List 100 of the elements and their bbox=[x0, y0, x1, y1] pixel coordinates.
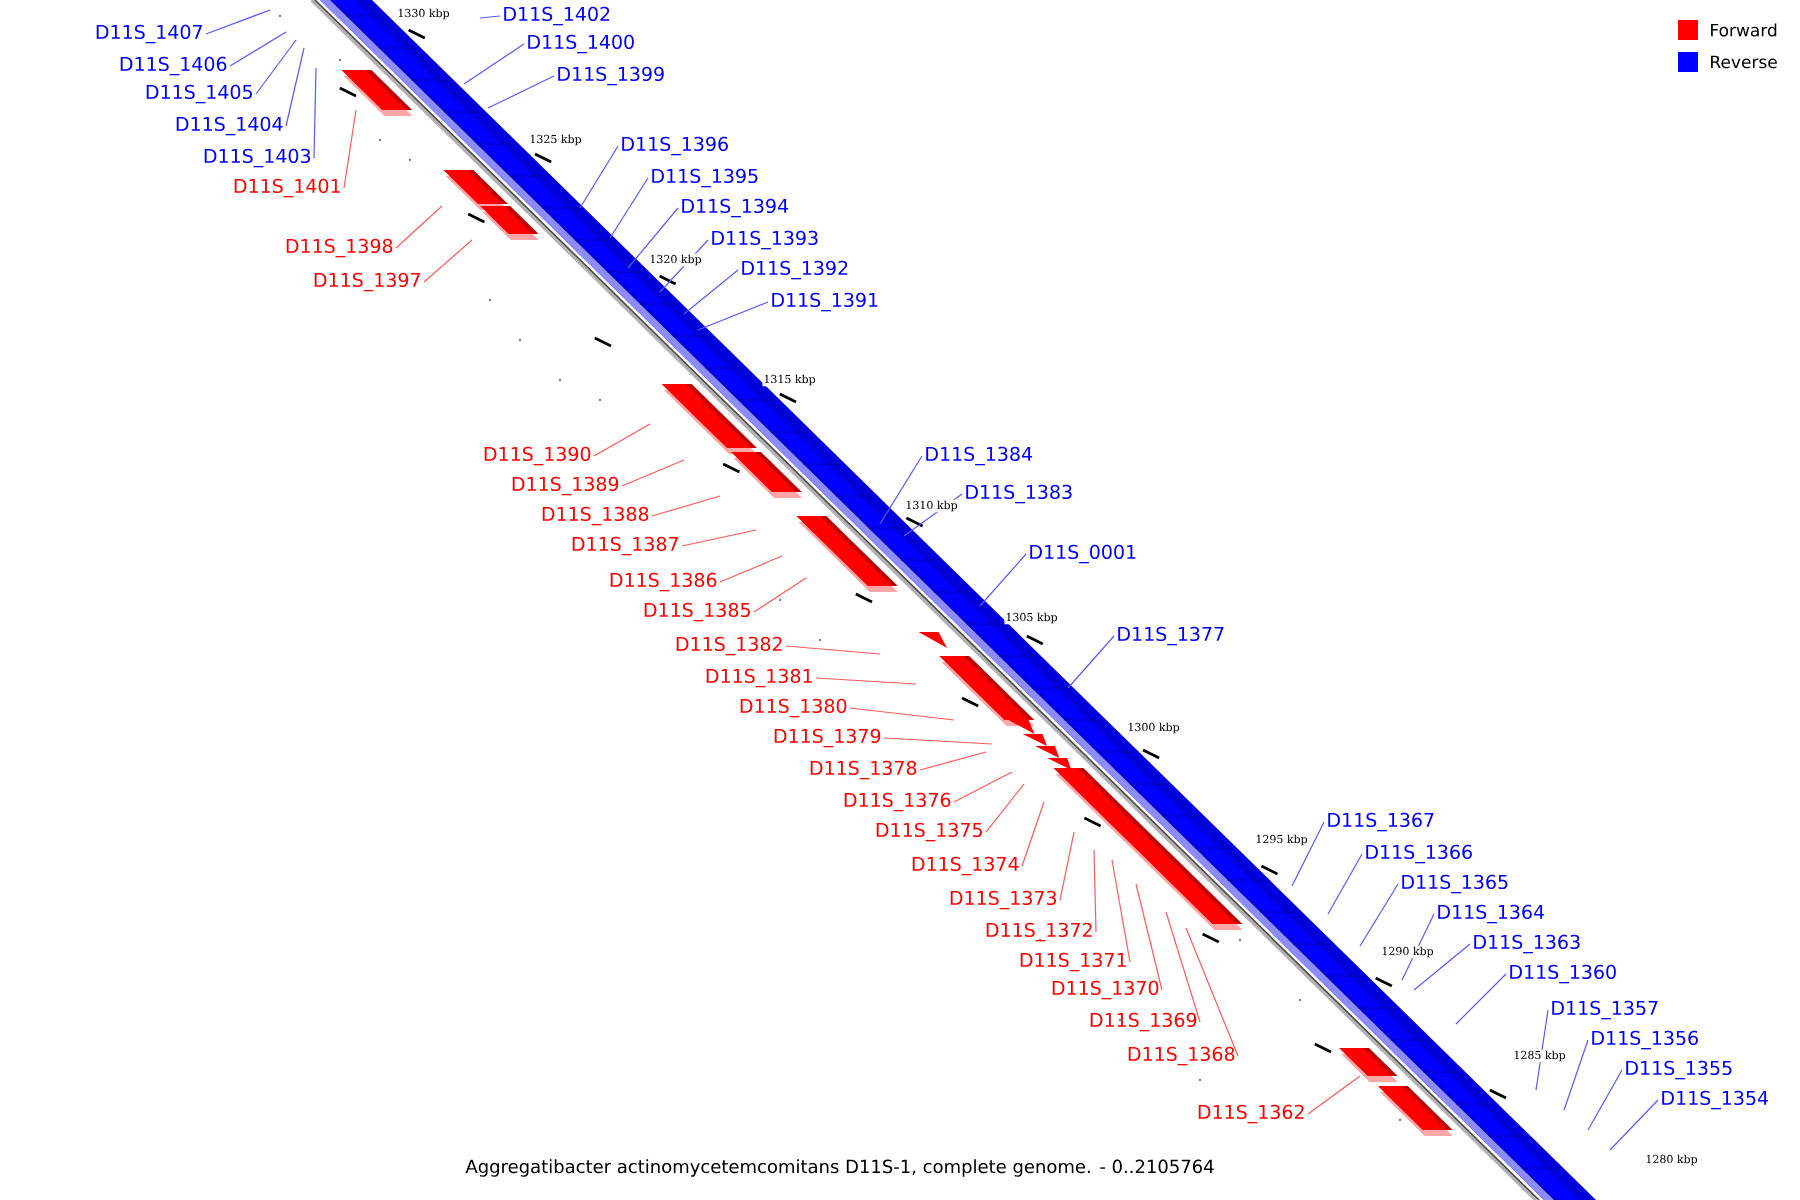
leader-line bbox=[479, 15, 501, 19]
gene-label: D11S_1396 bbox=[622, 136, 728, 156]
gene-label: D11S_1379 bbox=[774, 728, 881, 748]
leader-line bbox=[1455, 973, 1507, 1025]
leader-line bbox=[463, 43, 525, 85]
leader-line bbox=[1135, 883, 1163, 991]
leader-line bbox=[697, 301, 769, 331]
leader-line bbox=[879, 455, 923, 525]
leader-line bbox=[681, 529, 757, 547]
gene-label: D11S_1394 bbox=[682, 198, 789, 218]
gene-label: D11S_1405 bbox=[146, 84, 252, 104]
leader-line bbox=[593, 423, 651, 457]
leader-line bbox=[815, 677, 917, 685]
legend-label: Reverse bbox=[1711, 55, 1777, 69]
gene-label: D11S_1366 bbox=[1366, 844, 1472, 864]
leader-line bbox=[953, 771, 1013, 803]
gene-label: D11S_1383 bbox=[966, 484, 1072, 504]
leader-line bbox=[579, 145, 619, 209]
gene-label: D11S_1363 bbox=[1474, 934, 1580, 954]
gene-label: D11S_1367 bbox=[1328, 812, 1434, 832]
gene-label: D11S_1355 bbox=[1626, 1060, 1732, 1080]
gene-label: D11S_1401 bbox=[234, 178, 340, 198]
gene-label: D11S_1371 bbox=[1020, 952, 1126, 972]
gene-label: D11S_1385 bbox=[644, 602, 750, 622]
gene-label: D11S_1374 bbox=[912, 856, 1019, 876]
leader-line bbox=[1609, 1099, 1659, 1151]
gene-label: D11S_1393 bbox=[712, 230, 818, 250]
leader-line bbox=[621, 459, 685, 487]
gene-label: D11S_1362 bbox=[1198, 1104, 1304, 1124]
gene-label: D11S_1403 bbox=[204, 148, 311, 168]
gene-label: D11S_1404 bbox=[176, 116, 283, 136]
gene-label: D11S_1364 bbox=[1438, 904, 1545, 924]
gene-label: D11S_1360 bbox=[1510, 964, 1616, 984]
leader-line bbox=[609, 177, 649, 239]
leader-line bbox=[205, 9, 271, 35]
gene-label: D11S_1373 bbox=[950, 890, 1057, 910]
leader-line bbox=[651, 495, 721, 517]
leader-line bbox=[627, 207, 679, 269]
leader-line bbox=[719, 555, 783, 583]
leader-line bbox=[883, 737, 993, 745]
gene-label: D11S_1390 bbox=[484, 446, 591, 466]
gene-label: D11S_1402 bbox=[504, 6, 610, 26]
leader-line bbox=[229, 31, 287, 67]
leader-line bbox=[1359, 883, 1399, 947]
leader-line bbox=[1587, 1069, 1623, 1131]
leader-line bbox=[1059, 831, 1075, 901]
leader-line bbox=[1327, 853, 1363, 915]
gene-label: D11S_1399 bbox=[558, 66, 664, 86]
caption: Aggregatibacter actinomycetemcomitans D11S-1, complete genome. - 0..2105764 bbox=[465, 1159, 1214, 1177]
leader-line bbox=[1067, 635, 1115, 689]
leader-line bbox=[395, 205, 443, 249]
leader-line bbox=[849, 707, 955, 721]
gene-label: D11S_1407 bbox=[96, 24, 202, 44]
leader-line bbox=[285, 47, 305, 127]
gene-label: D11S_0001 bbox=[1030, 544, 1136, 564]
leader-line bbox=[487, 75, 555, 109]
gene-label: D11S_1356 bbox=[1592, 1030, 1698, 1050]
gene-label: D11S_1397 bbox=[314, 272, 420, 292]
leader-line bbox=[255, 39, 297, 95]
gene-label: D11S_1368 bbox=[1128, 1046, 1235, 1066]
gene-label: D11S_1376 bbox=[844, 792, 951, 812]
gene-label: D11S_1380 bbox=[740, 698, 847, 718]
gene-label: D11S_1384 bbox=[926, 446, 1033, 466]
gene-label: D11S_1389 bbox=[512, 476, 619, 496]
legend-label: Forward bbox=[1711, 23, 1777, 37]
leader-line bbox=[785, 645, 881, 655]
gene-label: D11S_1357 bbox=[1552, 1000, 1658, 1020]
gene-label: D11S_1354 bbox=[1662, 1090, 1769, 1110]
gene-label: D11S_1392 bbox=[742, 260, 848, 280]
gene-label: D11S_1370 bbox=[1052, 980, 1159, 1000]
gene-label: D11S_1386 bbox=[610, 572, 717, 592]
leader-line bbox=[1165, 911, 1201, 1023]
leader-line bbox=[1185, 927, 1239, 1057]
gene-label: D11S_1387 bbox=[572, 536, 678, 556]
gene-label: D11S_1365 bbox=[1402, 874, 1508, 894]
gene-label: D11S_1381 bbox=[706, 668, 812, 688]
gene-label: D11S_1369 bbox=[1090, 1012, 1197, 1032]
leader-line bbox=[985, 783, 1025, 833]
leader-line bbox=[1563, 1039, 1589, 1111]
gene-label: D11S_1391 bbox=[772, 292, 878, 312]
leader-line bbox=[753, 577, 807, 613]
leader-line bbox=[1093, 849, 1097, 933]
gene-label: D11S_1395 bbox=[652, 168, 758, 188]
leader-line bbox=[1307, 1075, 1361, 1115]
gene-label: D11S_1378 bbox=[810, 760, 917, 780]
leader-line bbox=[423, 239, 473, 283]
leader-line bbox=[313, 67, 317, 159]
gene-label: D11S_1382 bbox=[676, 636, 782, 656]
gene-label: D11S_1375 bbox=[876, 822, 982, 842]
gene-label: D11S_1388 bbox=[542, 506, 649, 526]
gene-label: D11S_1372 bbox=[986, 922, 1092, 942]
leader-line bbox=[1535, 1009, 1549, 1091]
leader-line bbox=[1021, 801, 1045, 867]
leader-line bbox=[1413, 943, 1471, 991]
leader-line bbox=[683, 269, 739, 315]
leader-line bbox=[979, 553, 1027, 607]
leader-line bbox=[1291, 821, 1325, 887]
gene-label: D11S_1406 bbox=[120, 56, 227, 76]
leader-line bbox=[343, 109, 357, 189]
leader-line bbox=[1111, 859, 1131, 963]
